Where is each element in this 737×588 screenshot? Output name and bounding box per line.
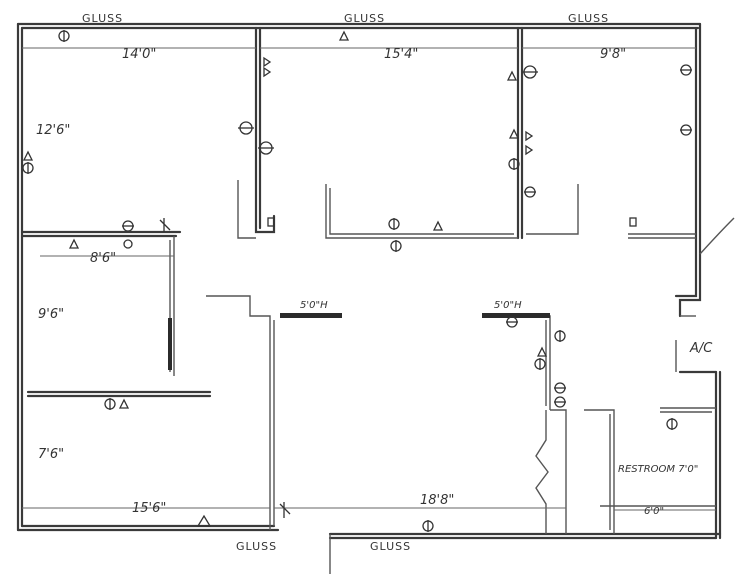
partition-stub bbox=[168, 318, 172, 370]
phone-jack-icon bbox=[338, 30, 350, 41]
outlet-icon bbox=[390, 240, 402, 252]
phone-jack-icon bbox=[118, 398, 130, 409]
restroom-label: RESTROOM 7'0" bbox=[618, 464, 698, 475]
partition-right bbox=[482, 313, 550, 318]
interior-walls bbox=[20, 26, 716, 534]
partition-left bbox=[280, 313, 342, 318]
outlet-icon bbox=[238, 121, 254, 135]
outlet-icon bbox=[123, 239, 133, 249]
outlet-icon bbox=[258, 141, 274, 155]
outlet-icon bbox=[58, 30, 70, 42]
outlet-icon bbox=[508, 158, 520, 170]
outlet-icon bbox=[22, 162, 34, 174]
room2-width-label: 15'4" bbox=[384, 47, 418, 62]
glass-label-top-right: GLUSS bbox=[568, 12, 609, 25]
partition-left-label: 5'0"H bbox=[300, 300, 328, 311]
bottom-room-depth-label: 7'6" bbox=[38, 447, 64, 462]
room1-width-label: 14'0" bbox=[122, 47, 156, 62]
electrical-symbols bbox=[22, 30, 692, 532]
outlet-icon bbox=[554, 330, 566, 342]
room3-width-label: 9'8" bbox=[600, 47, 626, 62]
outlet-icon bbox=[122, 220, 134, 232]
partition-right-label: 5'0"H bbox=[494, 300, 522, 311]
data-jack-icon bbox=[525, 130, 534, 156]
phone-jack-icon bbox=[22, 150, 34, 161]
data-jack-icon bbox=[629, 217, 637, 227]
glass-label-bottom-mid: GLUSS bbox=[370, 540, 411, 553]
glass-label-bottom-left: GLUSS bbox=[236, 540, 277, 553]
outlet-icon bbox=[554, 396, 566, 408]
phone-jack-icon bbox=[506, 70, 518, 81]
room1-depth-label: 12'6" bbox=[36, 123, 70, 138]
glass-label-top-mid: GLUSS bbox=[344, 12, 385, 25]
outer-walls bbox=[16, 22, 735, 574]
office-depth-label: 9'6" bbox=[38, 307, 64, 322]
restroom-width-label: 6'0" bbox=[644, 506, 664, 517]
data-jack-icon bbox=[267, 217, 275, 227]
outlet-icon bbox=[554, 382, 566, 394]
switch-icon bbox=[279, 502, 291, 518]
phone-jack-icon bbox=[508, 128, 520, 139]
data-jack-icon bbox=[263, 56, 272, 78]
ac-label: A/C bbox=[689, 341, 713, 356]
phone-jack-icon bbox=[196, 514, 212, 527]
phone-jack-icon bbox=[432, 220, 444, 231]
bottom-width-right-label: 18'8" bbox=[420, 493, 454, 508]
dimension-lines bbox=[22, 47, 716, 511]
outlet-icon bbox=[422, 520, 434, 532]
bottom-width-left-label: 15'6" bbox=[132, 501, 166, 516]
glass-label-top-left: GLUSS bbox=[82, 12, 123, 25]
outlet-icon bbox=[680, 124, 692, 136]
outlet-icon bbox=[666, 418, 678, 430]
outlet-icon bbox=[104, 398, 116, 410]
outlet-icon bbox=[506, 316, 518, 328]
outlet-icon bbox=[388, 218, 400, 230]
phone-jack-icon bbox=[536, 346, 548, 357]
phone-jack-icon bbox=[68, 238, 80, 249]
outlet-icon bbox=[680, 64, 692, 76]
switch-icon bbox=[159, 218, 171, 232]
outlet-icon bbox=[522, 65, 538, 79]
outlet-icon bbox=[524, 186, 536, 198]
office-width-label: 8'6" bbox=[90, 251, 116, 266]
outlet-icon bbox=[534, 358, 546, 370]
